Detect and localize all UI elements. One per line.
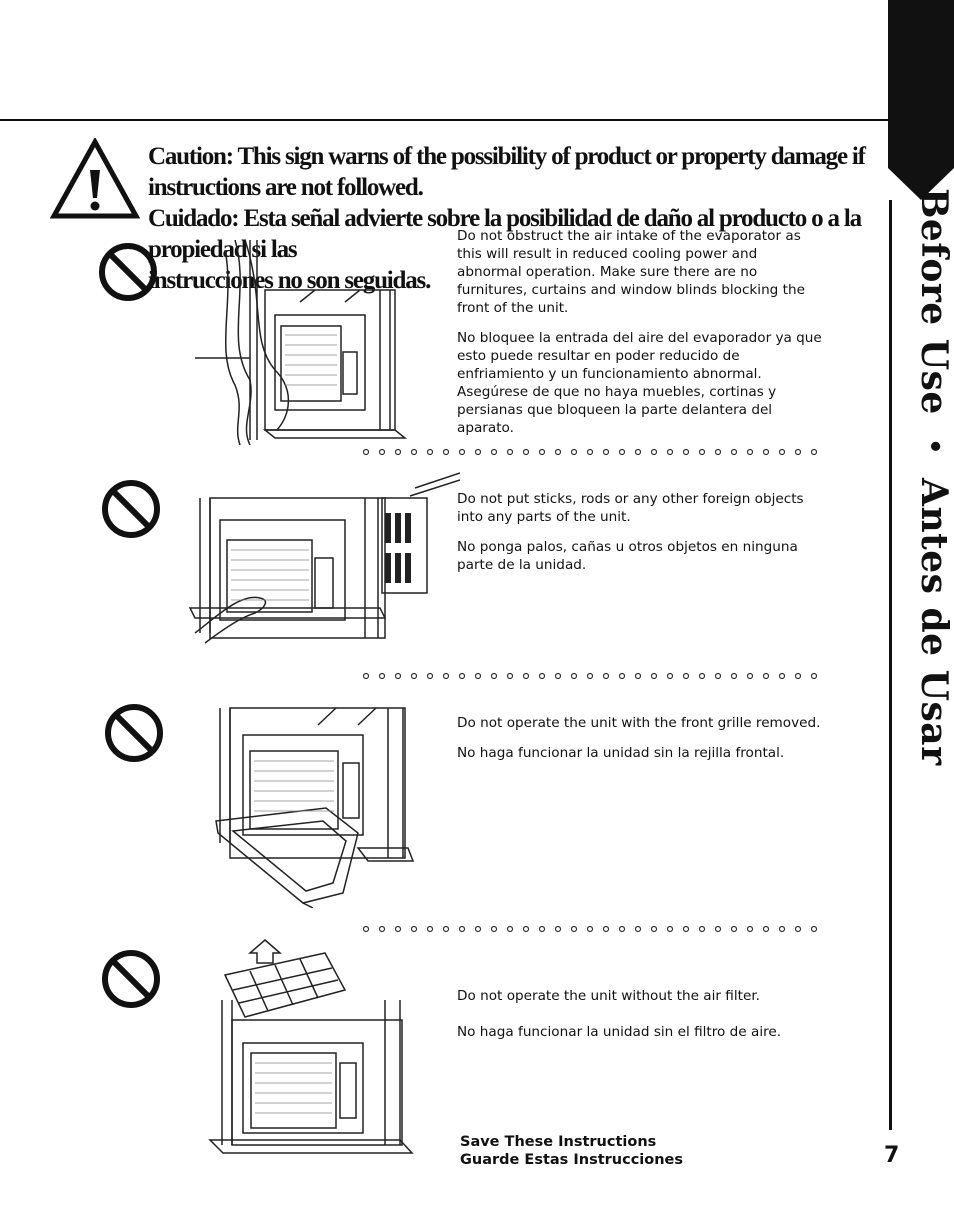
front-grille-removed-illustration [215,707,415,908]
side-tab [888,0,954,168]
dotted-divider [362,672,818,680]
instruction-2-es: No ponga palos, cañas u otros objetos en… [457,539,798,573]
instruction-3-es: No haga funcionar la unidad sin la rejil… [457,745,785,761]
instruction-1: Do not obstruct the air intake of the ev… [457,227,825,437]
instruction-2-en: Do not put sticks, rods or any other for… [457,491,804,525]
section-title: Before Use • Antes de Usar [905,188,954,788]
dotted-divider [362,925,818,933]
prohibition-icon [102,480,160,538]
section-title-es: Antes de Usar [913,478,954,766]
air-filter-removed-illustration [208,939,414,1154]
instruction-4-en: Do not operate the unit without the air … [457,988,760,1004]
top-rule [0,119,892,121]
instruction-1-en: Do not obstruct the air intake of the ev… [457,228,805,316]
prohibition-icon [99,243,157,301]
instruction-1-es: No bloquee la entrada del aire del evapo… [457,330,822,436]
instruction-3-en: Do not operate the unit with the front g… [457,715,821,731]
section-title-en: Before Use [913,188,954,415]
curtain-blocking-unit-illustration [195,240,408,445]
instruction-3: Do not operate the unit with the front g… [457,714,825,762]
prohibition-icon [105,704,163,762]
dotted-divider [362,448,818,456]
page-number: 7 [884,1143,900,1168]
hand-inserting-object-illustration [188,472,460,644]
instruction-4-es: No haga funcionar la unidad sin el filtr… [457,1024,782,1040]
footer-en: Save These Instructions [460,1134,657,1150]
section-separator: • [919,437,949,455]
side-tab-arrow [888,168,954,200]
footer-note: Save These Instructions Guarde Estas Ins… [460,1133,683,1169]
footer-es: Guarde Estas Instrucciones [460,1152,684,1168]
warning-triangle-icon [50,138,140,219]
side-rule [889,200,892,1130]
instruction-4: Do not operate the unit without the air … [457,987,825,1041]
prohibition-icon [102,950,160,1008]
caution-statement: Caution: This sign warns of the possibil… [148,141,868,296]
caution-line-en: Caution: This sign warns of the possibil… [148,143,866,201]
caution-line-es: Cuidado: Esta señal advierte sobre la po… [148,205,862,263]
instruction-2: Do not put sticks, rods or any other for… [457,490,825,574]
